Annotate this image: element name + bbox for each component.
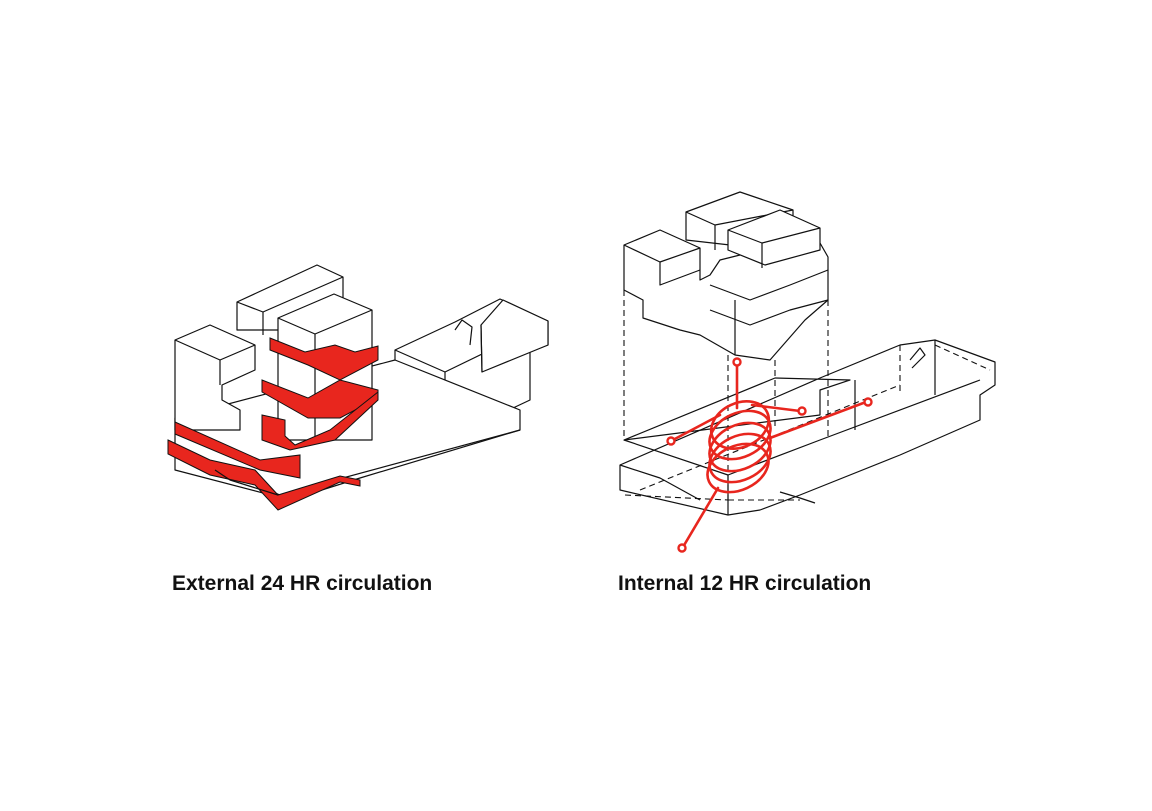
node-marker [666,436,676,446]
node-marker [732,357,742,367]
upper-floors-block [623,191,829,361]
circulation-ramps [167,337,379,511]
spiral-stair-circulation [666,357,873,553]
lower-floor-block [619,339,996,516]
caption-internal-circulation: Internal 12 HR circulation [618,572,872,595]
node-marker [797,406,807,416]
external-circulation-diagram [167,264,549,511]
caption-external-circulation: External 24 HR circulation [172,572,433,595]
node-marker [677,543,687,553]
node-marker [863,397,873,407]
internal-circulation-diagram [619,191,996,553]
